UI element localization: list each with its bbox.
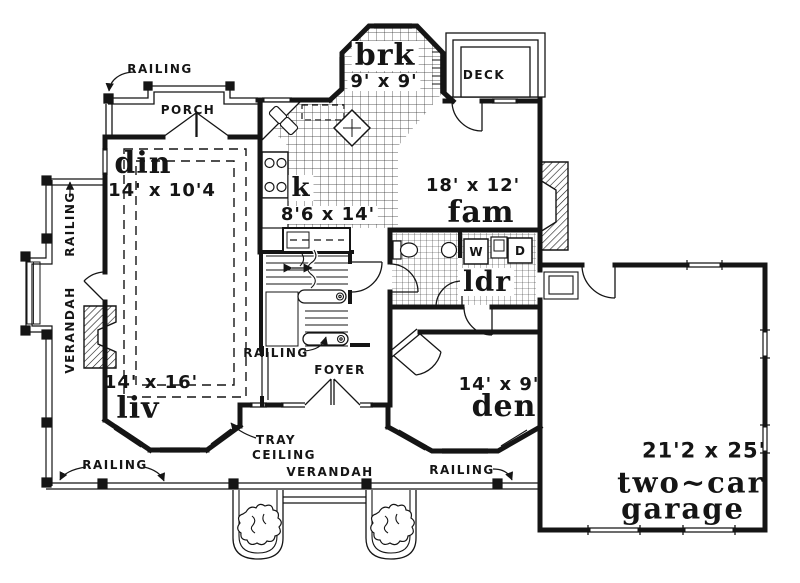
tray-ceiling-label-1: TRAY — [255, 433, 297, 447]
bath-laundry-fixtures — [392, 236, 533, 265]
den-room-name: den — [471, 389, 537, 424]
doors — [83, 100, 616, 406]
verandah-label-left: VERANDAH — [63, 286, 77, 374]
verandah-label-bottom: VERANDAH — [286, 465, 374, 479]
porch-railing — [103, 81, 258, 137]
tray-ceiling-dashes — [123, 148, 247, 398]
laundry-room-name: ldr — [460, 268, 514, 296]
foyer-label: FOYER — [314, 363, 366, 377]
living-room-dims: 14' x 16' — [103, 372, 199, 393]
railing-label-bottom-right: RAILING — [429, 463, 495, 477]
washer-box — [463, 238, 489, 265]
bottom-verandah-railing — [46, 478, 540, 504]
living-room-name: liv — [116, 391, 160, 426]
deck-outline — [432, 32, 546, 98]
family-room-dims: 18' x 12' — [425, 175, 521, 196]
railing-label-bottom-left: RAILING — [82, 458, 148, 472]
porch-label: PORCH — [160, 103, 216, 117]
breakfast-room-name: brk — [351, 41, 419, 71]
railing-label-top: RAILING — [127, 62, 193, 76]
fireplaces — [83, 161, 569, 369]
windows — [102, 23, 770, 454]
garage-name-line2: garage — [621, 491, 745, 526]
stairs — [265, 248, 349, 347]
dryer-box — [507, 237, 533, 264]
breakfast-room-dims: 9' x 9' — [347, 73, 421, 91]
living-fireplace — [83, 305, 117, 369]
kitchen-fixtures — [261, 101, 372, 253]
annotation-arrows — [59, 71, 513, 482]
dining-room-dims: 14' x 10'4 — [108, 180, 216, 201]
family-fireplace — [539, 161, 569, 251]
tray-ceiling-label-2: CEILING — [252, 448, 316, 462]
railing-label-left: RAILING — [63, 191, 77, 257]
family-room-name: fam — [447, 195, 515, 230]
garage-doors — [587, 525, 736, 535]
garage-steps — [543, 271, 579, 300]
dining-room-name: din — [114, 146, 172, 181]
washer-label: W — [469, 245, 483, 259]
railing-label-stairs: RAILING — [243, 346, 309, 360]
kitchen-room-name: k — [288, 175, 314, 201]
living-foyer-opening — [261, 352, 269, 400]
deck-label: DECK — [462, 68, 506, 82]
garage-walls — [537, 262, 768, 533]
garage-name-line1: two~car — [617, 465, 765, 500]
den-room-dims: 14' x 9' — [458, 374, 540, 395]
kitchen-room-dims: 8'6 x 14' — [277, 206, 379, 224]
dryer-label: D — [515, 244, 525, 258]
garage-dims: 21'2 x 25' — [641, 438, 767, 463]
